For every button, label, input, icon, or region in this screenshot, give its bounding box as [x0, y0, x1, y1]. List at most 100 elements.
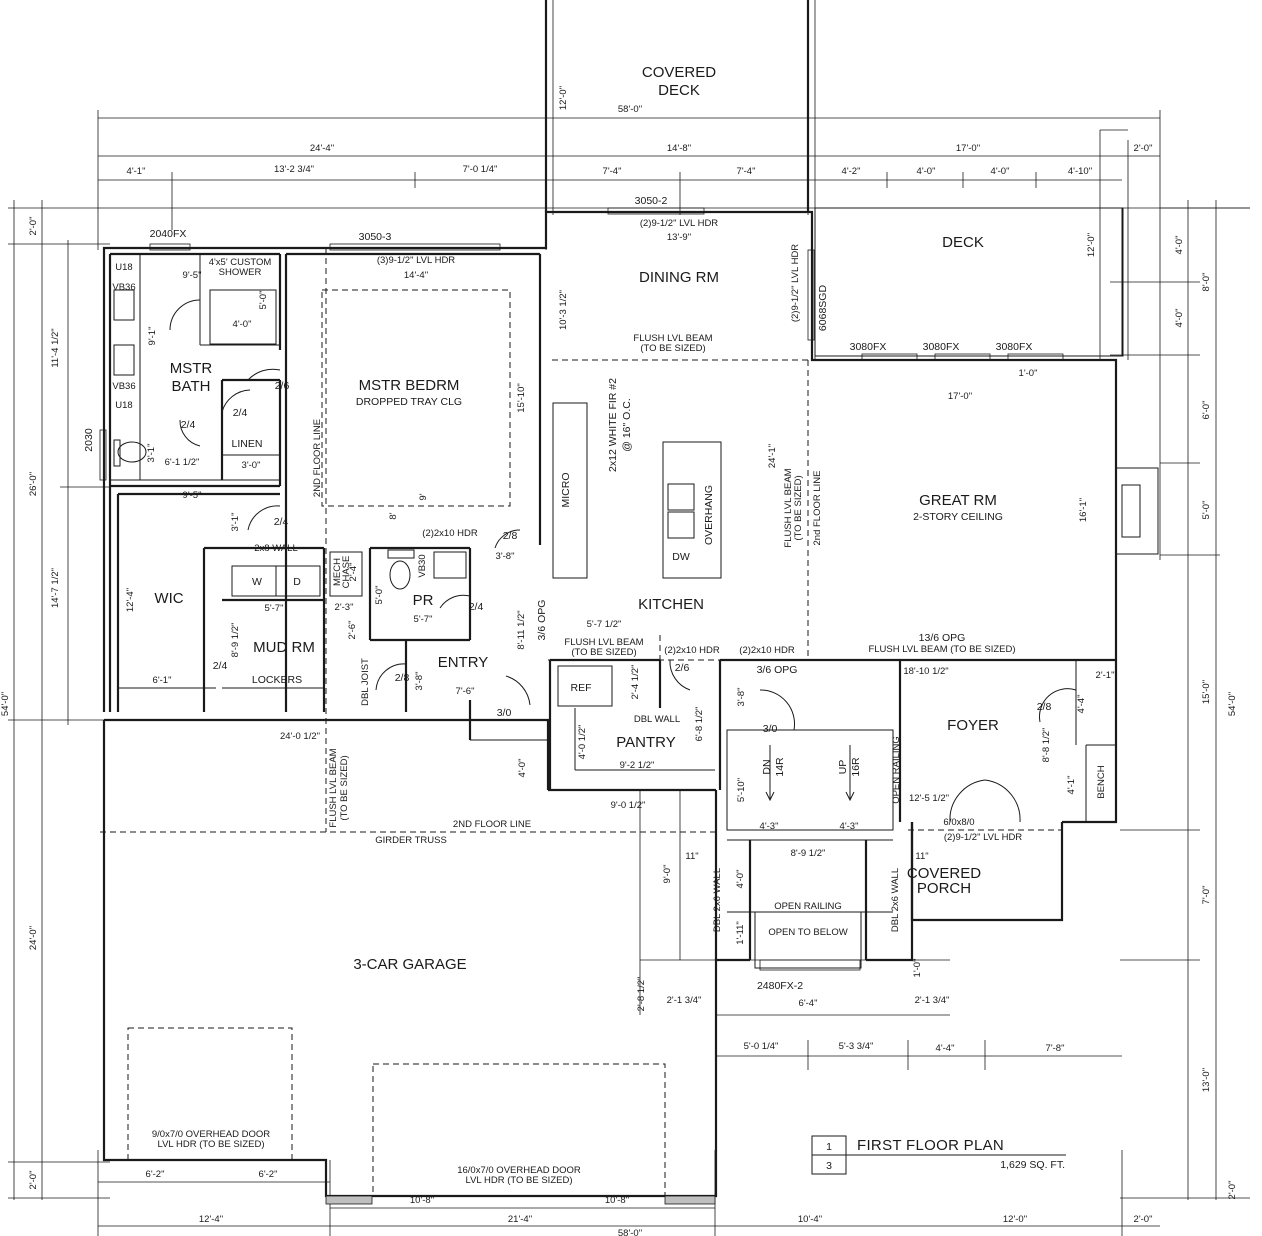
label-ref: REF	[571, 682, 592, 694]
note-garage-door-right-2: LVL HDR (TO BE SIZED)	[466, 1175, 573, 1186]
dim-front-d: 7'-8"	[1046, 1043, 1065, 1054]
room-covered-porch-line1: COVERED	[907, 865, 981, 882]
dim-eleven-a: 11"	[685, 851, 698, 862]
dim-garage-f: 6'-4"	[799, 998, 818, 1009]
note-flush-dining-2: (TO BE SIZED)	[640, 343, 705, 354]
dim-wic-width: 6'-1"	[153, 675, 172, 686]
dim-bath-b: 9'-1"	[147, 327, 158, 346]
dim-one-ft: 1'-0"	[1019, 368, 1038, 379]
window-6068: 6068SGD	[817, 285, 829, 332]
bottom-dimension-lines	[97, 790, 1160, 1236]
dim-garage-d: 2'-1 3/4"	[915, 995, 950, 1006]
dim-pr-w: 5'-7"	[414, 614, 433, 625]
door-28-foyer: 2/8	[1037, 701, 1052, 713]
dim-stair-a: 3'-8"	[736, 688, 747, 707]
dim-entry-b: 8'-11 1/2"	[516, 610, 527, 649]
dim-foyer-d: 4'-1"	[1066, 776, 1077, 795]
dim-right-g: 54'-0"	[1227, 692, 1238, 716]
note-girder-truss: GIRDER TRUSS	[375, 835, 447, 846]
dim-open-b: 1'-11"	[735, 921, 746, 945]
dim-front-b: 5'-3 3/4"	[839, 1041, 874, 1052]
dim-garage-e: 2'-8 1/2"	[636, 977, 647, 1012]
dim-right-b: 8'-0"	[1201, 273, 1212, 292]
window-3080-b: 3080FX	[923, 341, 960, 353]
dim-dining-width: 13'-9"	[667, 232, 691, 243]
door-24-mud: 2/4	[213, 660, 228, 672]
dim-entry-a: 3'-8"	[496, 551, 515, 562]
room-dining: DINING RM	[639, 269, 719, 286]
note-flush-great: FLUSH LVL BEAM (TO BE SIZED)	[868, 644, 1015, 655]
note-flush-vert-2: (TO BE SIZED)	[339, 755, 350, 820]
label-micro: MICRO	[560, 473, 572, 508]
dim-shower-w: 4'-0"	[233, 319, 252, 330]
dim-right-i: 13'-0"	[1201, 1068, 1212, 1092]
dim-gdoor-d: 10'-8"	[605, 1195, 629, 1206]
note-hdr-dining: (2)9-1/2" LVL HDR	[640, 218, 718, 229]
dim-left-g: 2'-0"	[28, 1171, 39, 1190]
window-3050-3: 3050-3	[359, 231, 392, 243]
dim-bedrm-width: 14'-4"	[404, 270, 428, 281]
note-dbl-2x6-right: DBL 2x6 WALL	[890, 868, 901, 932]
note-stair-dn-1: DN	[761, 759, 773, 774]
note-opg-36-a: 3/6 OPG	[536, 600, 548, 641]
dim-foyer-b: 8'-8 1/2"	[1041, 728, 1052, 763]
dim-pr-a: 3'-8"	[414, 672, 425, 691]
dim-wic-depth: 12'-4"	[125, 588, 136, 612]
dim-bottom-a: 12'-4"	[199, 1214, 223, 1225]
dim-top-e9: 4'-10"	[1068, 166, 1092, 177]
dim-bottom-c: 10'-4"	[798, 1214, 822, 1225]
label-vb36-top: VB36	[112, 282, 135, 293]
dim-pantry-d: 9'-0 1/2"	[611, 800, 646, 811]
note-hdr-kitchen-a: (2)2x10 HDR	[664, 645, 720, 656]
note-garage-door-right-1: 16/0x7/0 OVERHEAD DOOR	[457, 1165, 581, 1176]
dim-top-overall: 58'-0"	[618, 104, 642, 115]
note-door-60-80: 6/0x8/0	[943, 817, 974, 828]
dim-cov-deck-depth: 12'-0"	[558, 86, 569, 110]
note-hdr-kitchen-b: (2)2x10 HDR	[739, 645, 795, 656]
dim-mud-c: 5'-0"	[374, 586, 385, 605]
dim-right-e: 5'-0"	[1201, 501, 1212, 520]
dim-top-e3: 7'-0 1/4"	[463, 164, 498, 175]
dim-gdoor-b: 6'-2"	[259, 1169, 278, 1180]
garage-door-threshold-right	[664, 1195, 716, 1205]
note-hdr-dining-vert: (2)9-1/2" LVL HDR	[790, 244, 801, 322]
door-28-entry: 2/8	[503, 530, 518, 542]
dim-shower-d: 5'-0"	[258, 291, 269, 310]
dim-pantry-c: 6'-8 1/2"	[694, 707, 705, 742]
dim-top-a: 24'-4"	[310, 143, 334, 154]
door-26-pantry: 2/6	[675, 662, 690, 674]
dim-foyer-c: 12'-5 1/2"	[909, 793, 949, 804]
covered-deck-outline	[544, 0, 810, 212]
label-shower-line2: SHOWER	[219, 267, 262, 278]
room-linen: LINEN	[232, 438, 263, 450]
label-overhang: OVERHANG	[703, 485, 715, 545]
room-pantry: PANTRY	[616, 734, 675, 751]
title-area: 1,629 SQ. FT.	[1000, 1159, 1065, 1171]
room-covered-deck-line1: COVERED	[642, 64, 716, 81]
note-flush-vert-1: FLUSH LVL BEAM	[328, 748, 339, 827]
note-dbl-2x6-left: DBL 2x6 WALL	[712, 868, 723, 932]
room-mud: MUD RM	[253, 639, 315, 656]
note-stair-dn-2: 14R	[774, 757, 786, 777]
label-bench: BENCH	[1096, 765, 1107, 798]
room-master-bath-line1: MSTR	[170, 360, 213, 377]
room-wic: WIC	[154, 590, 183, 607]
dim-foyer-e: 4'-4"	[1076, 695, 1087, 714]
dim-bottom-b: 21'-4"	[508, 1214, 532, 1225]
dim-bath-d: 3'-1"	[146, 444, 157, 463]
door-26-bath: 2/6	[275, 380, 290, 392]
label-white-fir-line1: 2x12 WHITE FIR #2	[607, 378, 619, 472]
dim-bottom-e: 2'-0"	[1134, 1214, 1153, 1225]
dim-left-f: 24'-0"	[28, 926, 39, 950]
dim-kitchen-depth: 24'-1"	[767, 444, 778, 468]
dim-bed-small-a: 8'	[388, 512, 399, 519]
dim-top-d: 2'-0"	[1134, 143, 1153, 154]
title-sheet-total: 3	[826, 1160, 832, 1172]
dim-top-e4: 7'-4"	[603, 166, 622, 177]
note-garage-door-left-1: 9/0x7/0 OVERHEAD DOOR	[152, 1129, 270, 1140]
note-dbl-wall: DBL WALL	[634, 714, 680, 725]
dim-mud-b: 8'-9 1/2"	[230, 623, 241, 658]
dim-open-a: 4'-0"	[735, 870, 746, 889]
dim-foyer-a: 18'-10 1/2"	[903, 666, 948, 677]
